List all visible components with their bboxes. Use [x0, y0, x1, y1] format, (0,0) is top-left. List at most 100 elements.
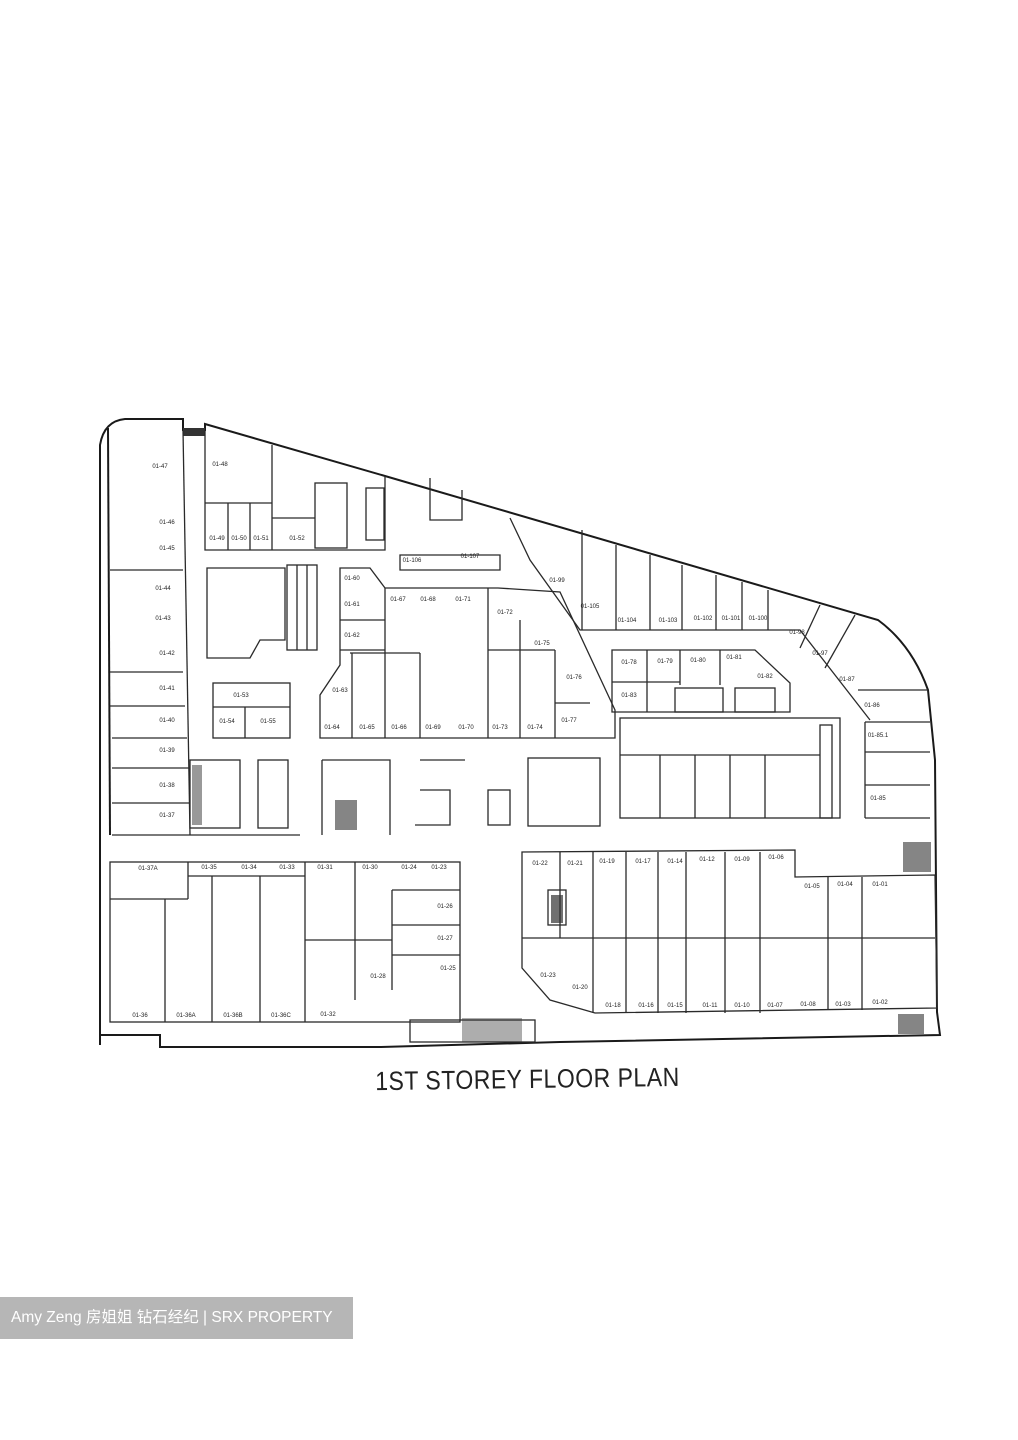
service-core [189, 759, 511, 835]
unit-label: 01-76 [566, 675, 582, 681]
unit-label: 01-78 [621, 660, 637, 666]
unit-label: 01-19 [599, 859, 615, 865]
unit-label: 01-20 [572, 985, 588, 991]
unit-label: 01-51 [253, 536, 269, 542]
unit-label: 01-67 [390, 597, 406, 603]
unit-label: 01-80 [690, 658, 706, 664]
unit-label: 01-81 [726, 655, 742, 661]
unit-label: 01-52 [289, 536, 305, 542]
unit-label: 01-06 [768, 855, 784, 861]
unit-label: 01-44 [155, 586, 171, 592]
unit-label: 01-36B [223, 1013, 242, 1019]
unit-label: 01-37A [138, 866, 157, 872]
unit-label: 01-47 [152, 464, 168, 470]
unit-label: 01-23 [540, 973, 556, 979]
unit-label: 01-34 [241, 865, 257, 871]
unit-label: 01-18 [605, 1003, 621, 1009]
unit-label: 01-53 [233, 693, 249, 699]
unit-label: 01-04 [837, 882, 853, 888]
watermark: Amy Zeng 房姐姐 钻石经纪 | SRX PROPERTY [0, 1297, 353, 1339]
unit-label: 01-65 [359, 725, 375, 731]
unit-label: 01-38 [159, 783, 175, 789]
unit-label: 01-63 [332, 688, 348, 694]
unit-label: 01-73 [492, 725, 508, 731]
unit-label: 01-64 [324, 725, 340, 731]
top-left-units [204, 430, 501, 571]
unit-label: 01-66 [391, 725, 407, 731]
unit-label: 01-09 [734, 857, 750, 863]
unit-label: 01-75 [534, 641, 550, 647]
unit-label: 01-85 [870, 796, 886, 802]
unit-label: 01-68 [420, 597, 436, 603]
unit-label: 01-50 [231, 536, 247, 542]
top-right-units [509, 517, 930, 819]
unit-label: 01-41 [159, 686, 175, 692]
unit-label: 01-104 [618, 618, 637, 624]
unit-label: 01-77 [561, 718, 577, 724]
unit-label: 01-71 [455, 597, 471, 603]
unit-label: 01-103 [659, 618, 678, 624]
unit-label: 01-69 [425, 725, 441, 731]
unit-label: 01-25 [440, 966, 456, 972]
unit-label: 01-14 [667, 859, 683, 865]
unit-label: 01-27 [437, 936, 453, 942]
unit-label: 01-15 [667, 1003, 683, 1009]
unit-label: 01-99 [549, 578, 565, 584]
left-column-units [110, 429, 300, 836]
unit-labels: 01-4701-4601-4501-4401-4301-4201-4101-40… [132, 462, 889, 1019]
unit-label: 01-87 [839, 677, 855, 683]
unit-label: 01-102 [694, 616, 713, 622]
unit-label: 01-21 [567, 861, 583, 867]
unit-label: 01-79 [657, 659, 673, 665]
unit-label: 01-33 [279, 865, 295, 871]
unit-label: 01-49 [209, 536, 225, 542]
unit-label: 01-62 [344, 633, 360, 639]
unit-label: 01-35 [201, 865, 217, 871]
unit-label: 01-10 [734, 1003, 750, 1009]
unit-label: 01-72 [497, 610, 513, 616]
unit-label: 01-48 [212, 462, 228, 468]
unit-label: 01-45 [159, 546, 175, 552]
unit-label: 01-11 [703, 1003, 719, 1009]
unit-label: 01-01 [872, 882, 888, 888]
unit-label: 01-24 [401, 865, 417, 871]
unit-label: 01-106 [403, 558, 422, 564]
unit-label: 01-39 [159, 748, 175, 754]
central-block [212, 567, 616, 739]
unit-label: 01-08 [800, 1002, 816, 1008]
unit-label: 01-42 [159, 651, 175, 657]
unit-label: 01-98 [789, 630, 805, 636]
unit-label: 01-40 [159, 718, 175, 724]
mid-right-block [527, 649, 841, 827]
unit-label: 01-55 [260, 719, 276, 725]
unit-label: 01-05 [804, 884, 820, 890]
unit-label: 01-60 [344, 576, 360, 582]
bottom-left-units [109, 861, 536, 1043]
unit-label: 01-36 [132, 1013, 148, 1019]
unit-label: 01-100 [749, 616, 768, 622]
unit-label: 01-03 [835, 1002, 851, 1008]
unit-label: 01-97 [812, 651, 828, 657]
unit-label: 01-02 [872, 1000, 888, 1006]
unit-label: 01-36A [176, 1013, 195, 1019]
unit-label: 01-17 [635, 859, 651, 865]
unit-label: 01-82 [757, 674, 773, 680]
plan-title: 1ST STOREY FLOOR PLAN [375, 1061, 680, 1096]
unit-label: 01-107 [461, 554, 480, 560]
unit-label: 01-30 [362, 865, 378, 871]
unit-label: 01-31 [317, 865, 333, 871]
unit-label: 01-85.1 [868, 733, 889, 739]
escalator-block [206, 564, 318, 659]
unit-label: 01-70 [458, 725, 474, 731]
unit-label: 01-101 [722, 616, 741, 622]
unit-label: 01-22 [532, 861, 548, 867]
unit-label: 01-36C [271, 1013, 291, 1019]
unit-label: 01-23 [431, 865, 447, 871]
unit-label: 01-105 [581, 604, 600, 610]
unit-label: 01-46 [159, 520, 175, 526]
unit-label: 01-61 [344, 602, 360, 608]
unit-label: 01-28 [370, 974, 386, 980]
unit-label: 01-32 [320, 1012, 336, 1018]
unit-label: 01-07 [767, 1003, 783, 1009]
